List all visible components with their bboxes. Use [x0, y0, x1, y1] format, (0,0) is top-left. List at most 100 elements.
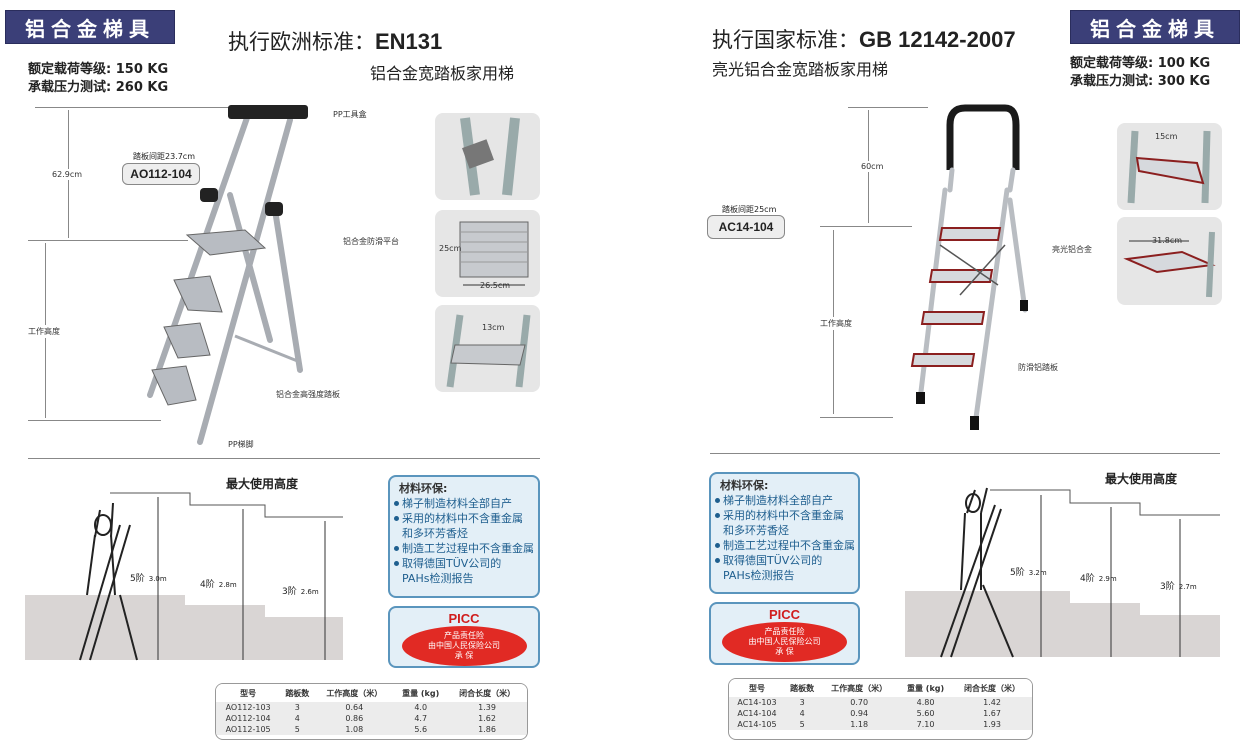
label-tread: 铝合金高强度踏板	[276, 390, 340, 399]
eco-item: 和多环芳香烃	[402, 527, 468, 540]
category-badge: 铝合金梯具	[1070, 10, 1240, 44]
label-tread: 防滑铝踏板	[1018, 363, 1058, 372]
detail-tread-image: 13cm	[435, 305, 540, 392]
table-cell: 5.60	[899, 708, 953, 719]
picc-logo: PICC	[768, 607, 801, 622]
max-height-title: 最大使用高度	[1105, 472, 1178, 486]
detail-depth: 15cm	[1155, 132, 1178, 141]
dimension-line	[28, 240, 188, 241]
dimension-line	[28, 420, 161, 421]
table-cell: 0.70	[819, 697, 900, 708]
detail-hinge-image	[435, 113, 540, 200]
table-cell: AC14-104	[729, 708, 785, 719]
standard-title: 执行国家标准：GB 12142-2007	[712, 24, 1016, 54]
table-cell: 5	[280, 724, 315, 735]
picc-logo: PICC	[448, 611, 480, 626]
column-header: 踏板数	[280, 684, 315, 702]
eco-item: 采用的材料中不含重金属	[393, 511, 536, 526]
picc-insurance-box: PICC 产品责任险由中国人民保险公司承 保	[388, 606, 540, 668]
eco-info-box: 材料环保: 梯子制造材料全部自产 采用的材料中不含重金属 和多环芳香烃 制造工艺…	[709, 472, 860, 594]
tread-spacing-note: 踏板间距23.7cm	[133, 152, 196, 161]
detail-width: 26.5cm	[480, 281, 511, 290]
label-alloy: 亮光铝合金	[1052, 245, 1092, 254]
table-cell: 5	[785, 719, 820, 730]
spec-pressure: 承载压力测试: 260 KG	[28, 80, 169, 95]
product-subtitle: 亮光铝合金宽踏板家用梯	[712, 60, 889, 79]
eco-item: 梯子制造材料全部自产	[714, 493, 856, 508]
table-cell: 1.67	[952, 708, 1032, 719]
insurance-seal: 产品责任险由中国人民保险公司承 保	[722, 622, 847, 662]
column-header: 重量 (kg)	[394, 684, 448, 702]
standard-prefix: 执行欧洲标准：	[228, 30, 375, 54]
table-cell: 4	[785, 708, 820, 719]
table-cell: 3	[785, 697, 820, 708]
divider	[28, 458, 540, 459]
dimension-line	[35, 107, 230, 108]
standard-code: EN131	[375, 29, 443, 54]
table-cell: 5.6	[394, 724, 448, 735]
column-header: 重量 (kg)	[899, 679, 953, 697]
column-header: 工作高度（米）	[314, 684, 395, 702]
table-cell: AO112-103	[216, 702, 281, 713]
detail-tread-depth-image: 15cm	[1117, 123, 1222, 210]
table-cell: 0.86	[314, 713, 395, 724]
table-cell: AO112-105	[216, 724, 281, 735]
spec-load: 额定载荷等级: 100 KG	[1070, 56, 1211, 71]
dimension-line	[848, 107, 928, 108]
column-header: 工作高度（米）	[819, 679, 900, 697]
model-callout: AO112-104	[122, 163, 200, 185]
eco-item: 制造工艺过程中不含重金属	[714, 538, 856, 553]
dim-work-label: 工作高度	[28, 325, 60, 338]
max-height-diagram	[905, 487, 1220, 658]
specs: 额定载荷等级: 100 KG 承载压力测试: 300 KG	[1070, 55, 1210, 91]
dimension-line	[820, 417, 893, 418]
label-foot: PP梯脚	[228, 440, 254, 449]
table-cell: 1.42	[952, 697, 1032, 708]
spec-pressure: 承载压力测试: 300 KG	[1070, 74, 1211, 89]
detail-tread-width-image: 31.8cm	[1117, 217, 1222, 305]
ladder-image	[910, 104, 1028, 430]
table-cell: 1.39	[447, 702, 527, 713]
column-header: 型号	[216, 684, 281, 702]
table-cell: 4	[280, 713, 315, 724]
spec-load: 额定载荷等级: 150 KG	[28, 62, 169, 77]
dim-work-label: 工作高度	[820, 317, 852, 330]
table-cell: 1.86	[447, 724, 527, 735]
eco-item: PAHs检测报告	[402, 572, 474, 585]
insurance-seal: 产品责任险由中国人民保险公司承 保	[401, 626, 527, 666]
eco-title: 材料环保:	[720, 479, 769, 492]
tread-spacing-note: 踏板间距25cm	[722, 205, 777, 214]
eco-item: 梯子制造材料全部自产	[393, 496, 536, 511]
model-callout: AC14-104	[707, 215, 785, 239]
table-cell: 4.7	[394, 713, 448, 724]
table-cell: AC14-105	[729, 719, 785, 730]
table-cell: 0.64	[314, 702, 395, 713]
eco-item: 取得德国TÜV公司的	[393, 556, 536, 571]
specs: 额定载荷等级: 150 KG 承载压力测试: 260 KG	[28, 61, 168, 97]
max-height-diagram	[25, 492, 343, 661]
table-cell: 4.0	[394, 702, 448, 713]
dimension-line	[820, 226, 912, 227]
label-platform: 铝合金防滑平台	[343, 237, 399, 246]
eco-item: 制造工艺过程中不含重金属	[393, 541, 536, 556]
product-subtitle: 铝合金宽踏板家用梯	[370, 64, 515, 83]
divider	[710, 453, 1220, 454]
eco-item: 采用的材料中不含重金属	[714, 508, 856, 523]
table-cell: 7.10	[899, 719, 953, 730]
detail-platform-image: 25cm 26.5cm	[435, 210, 540, 297]
detail-depth: 25cm	[439, 244, 462, 253]
picc-insurance-box: PICC 产品责任险由中国人民保险公司承 保	[709, 602, 860, 665]
table-cell: 3	[280, 702, 315, 713]
table-cell: 1.93	[952, 719, 1032, 730]
table-cell: 4.80	[899, 697, 953, 708]
